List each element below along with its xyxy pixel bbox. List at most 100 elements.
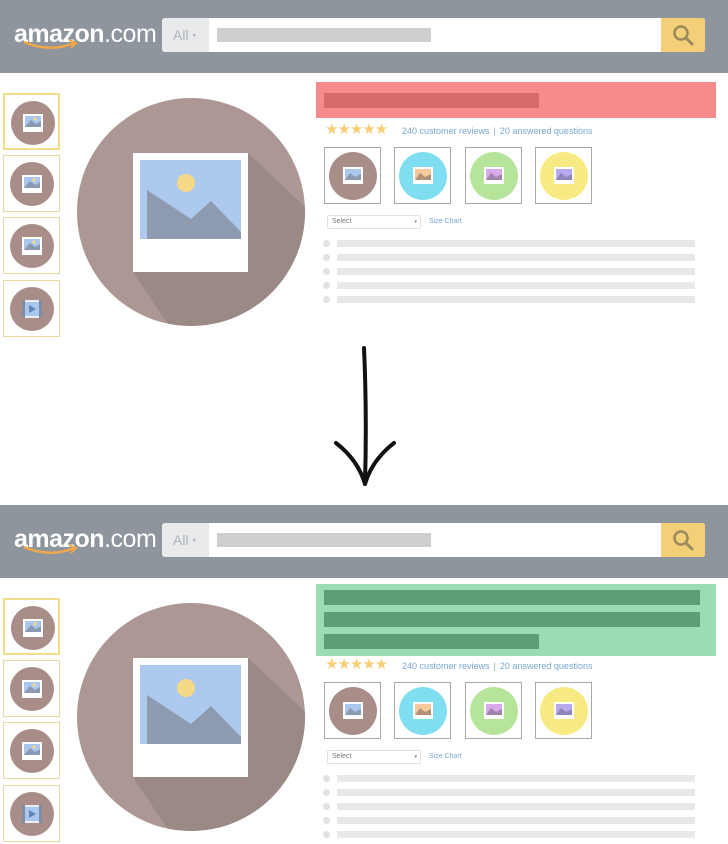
questions-link[interactable]: 20 answered questions: [499, 661, 593, 671]
image-icon: [470, 152, 518, 200]
bullet-line: [337, 831, 695, 838]
department-dropdown[interactable]: All ▾: [162, 523, 209, 557]
bullet-line: [337, 803, 695, 810]
color-swatch-3[interactable]: [465, 147, 522, 204]
image-icon: [10, 224, 54, 268]
title-line-1: [324, 590, 700, 605]
chevron-down-icon: ▾: [192, 32, 196, 40]
logo-suffix: .com: [104, 525, 157, 553]
main-product-image[interactable]: [77, 98, 305, 326]
color-swatch-2[interactable]: [394, 147, 451, 204]
image-icon: [11, 101, 55, 145]
bullet-dot: [323, 789, 330, 796]
bullet-line: [337, 254, 695, 261]
amazon-smile-icon: [23, 39, 78, 49]
bullet-dot: [323, 240, 330, 247]
thumbnail-1[interactable]: [3, 93, 60, 150]
thumbnail-video[interactable]: [3, 280, 60, 337]
color-swatch-3[interactable]: [465, 682, 522, 739]
image-icon: [399, 152, 447, 200]
search-text-placeholder: [217, 28, 431, 42]
bullet-line: [337, 789, 695, 796]
size-chart-link[interactable]: Size Chart: [429, 753, 462, 760]
thumbnail-1[interactable]: [3, 598, 60, 655]
bullet-dot: [323, 775, 330, 782]
logo-suffix: .com: [104, 20, 157, 48]
title-line-2: [324, 612, 700, 627]
listing-before: amazon.com All ▾ ★★★★★ 240 customer revi…: [0, 0, 728, 340]
color-swatch-4[interactable]: [535, 147, 592, 204]
thumbnail-3[interactable]: [3, 217, 60, 274]
image-icon: [329, 687, 377, 735]
color-swatch-2[interactable]: [394, 682, 451, 739]
bullet-line: [337, 268, 695, 275]
thumbnail-3[interactable]: [3, 722, 60, 779]
product-title-highlight: [316, 82, 716, 118]
chevron-down-icon: ▾: [414, 754, 417, 760]
search-bar: All ▾: [162, 523, 705, 557]
search-text-placeholder: [217, 533, 431, 547]
main-product-image[interactable]: [77, 603, 305, 831]
image-icon: [470, 687, 518, 735]
bullet-line: [337, 282, 695, 289]
image-icon: [540, 687, 588, 735]
thumbnail-2[interactable]: [3, 660, 60, 717]
down-arrow-icon: [334, 346, 396, 486]
review-links: 240 customer reviews|20 answered questio…: [402, 125, 592, 137]
department-dropdown[interactable]: All ▾: [162, 18, 209, 52]
select-label: Select: [332, 218, 352, 225]
search-button[interactable]: [661, 18, 705, 52]
department-label: All: [173, 532, 189, 548]
image-icon: [399, 687, 447, 735]
image-icon: [10, 729, 54, 773]
color-swatch-4[interactable]: [535, 682, 592, 739]
star-rating[interactable]: ★★★★★: [325, 656, 388, 673]
image-icon: [10, 162, 54, 206]
video-icon: [10, 792, 54, 836]
thumbnail-2[interactable]: [3, 155, 60, 212]
size-select[interactable]: Select ▾: [327, 750, 421, 764]
star-rating[interactable]: ★★★★★: [325, 121, 388, 138]
select-label: Select: [332, 753, 352, 760]
bullet-line: [337, 817, 695, 824]
bullet-line: [337, 296, 695, 303]
bullet-dot: [323, 254, 330, 261]
color-swatch-1[interactable]: [324, 147, 381, 204]
thumbnail-video[interactable]: [3, 785, 60, 842]
site-header: amazon.com All ▾: [0, 505, 728, 578]
listing-after: amazon.com All ▾ ★★★★★ 240 customer re: [0, 505, 728, 844]
search-button[interactable]: [661, 523, 705, 557]
title-line-3: [324, 634, 539, 649]
image-icon: [540, 152, 588, 200]
image-icon: [10, 667, 54, 711]
title-line-1: [324, 93, 539, 108]
color-swatch-1[interactable]: [324, 682, 381, 739]
bullet-dot: [323, 817, 330, 824]
chevron-down-icon: ▾: [414, 219, 417, 225]
reviews-link[interactable]: 240 customer reviews: [402, 126, 490, 136]
department-label: All: [173, 27, 189, 43]
image-icon: [11, 606, 55, 650]
link-separator: |: [493, 126, 496, 136]
bullet-dot: [323, 296, 330, 303]
bullet-dot: [323, 268, 330, 275]
link-separator: |: [493, 661, 496, 671]
bullet-dot: [323, 282, 330, 289]
size-select[interactable]: Select ▾: [327, 215, 421, 229]
amazon-smile-icon: [23, 544, 78, 554]
product-title-highlight: [316, 584, 716, 656]
size-chart-link[interactable]: Size Chart: [429, 218, 462, 225]
reviews-link[interactable]: 240 customer reviews: [402, 661, 490, 671]
video-icon: [10, 287, 54, 331]
search-icon: [673, 25, 694, 46]
bullet-dot: [323, 803, 330, 810]
bullet-dot: [323, 831, 330, 838]
search-icon: [673, 530, 694, 551]
site-header: amazon.com All ▾: [0, 0, 728, 73]
review-links: 240 customer reviews|20 answered questio…: [402, 660, 592, 672]
chevron-down-icon: ▾: [192, 537, 196, 545]
bullet-line: [337, 775, 695, 782]
image-icon: [329, 152, 377, 200]
bullet-line: [337, 240, 695, 247]
questions-link[interactable]: 20 answered questions: [499, 126, 593, 136]
